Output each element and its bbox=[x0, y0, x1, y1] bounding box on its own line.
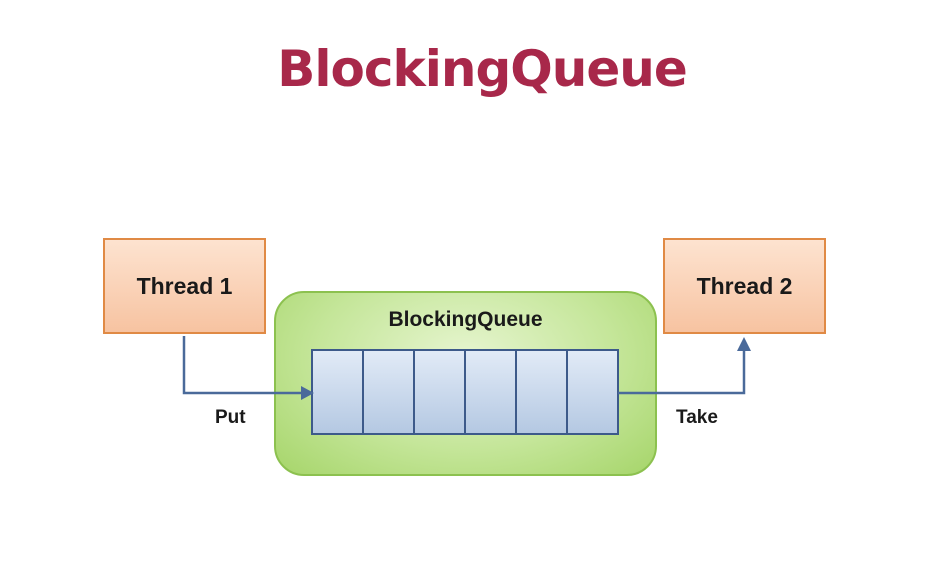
queue-slots bbox=[311, 349, 619, 435]
take-connector-line bbox=[618, 350, 746, 395]
take-label: Take bbox=[676, 407, 718, 428]
queue-slot bbox=[413, 349, 466, 435]
queue-slot bbox=[515, 349, 568, 435]
thread-2-label: Thread 2 bbox=[696, 272, 793, 299]
take-arrowhead-icon bbox=[737, 337, 751, 351]
put-label: Put bbox=[215, 407, 246, 428]
queue-slot bbox=[464, 349, 517, 435]
put-connector-line bbox=[182, 336, 302, 395]
queue-slot bbox=[566, 349, 619, 435]
put-arrowhead-icon bbox=[301, 386, 314, 400]
queue-slot bbox=[362, 349, 415, 435]
thread-1-box: Thread 1 bbox=[103, 238, 266, 334]
blocking-queue-label: BlockingQueue bbox=[388, 308, 543, 331]
thread-1-label: Thread 1 bbox=[136, 272, 233, 299]
diagram-title: BlockingQueue bbox=[277, 40, 688, 98]
thread-2-box: Thread 2 bbox=[663, 238, 826, 334]
queue-slot bbox=[311, 349, 364, 435]
